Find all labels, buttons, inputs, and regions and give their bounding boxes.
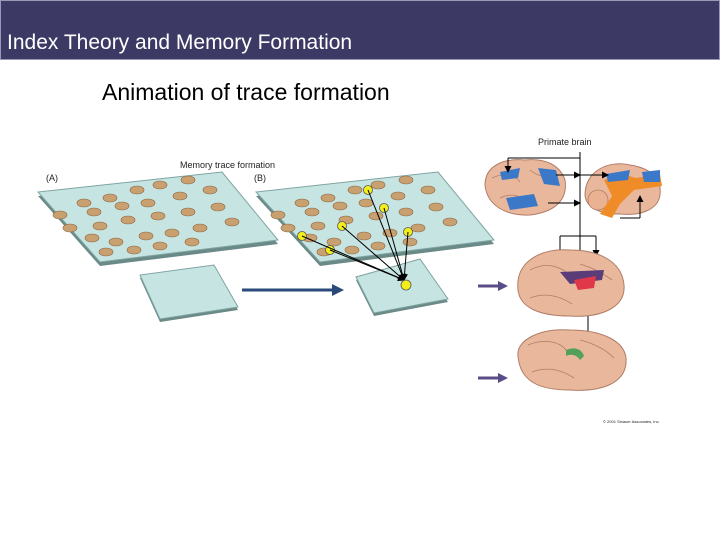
node (153, 242, 167, 250)
panel-a-label: (A) (46, 173, 58, 183)
node (421, 186, 435, 194)
node (103, 194, 117, 202)
node (127, 246, 141, 254)
node (99, 248, 113, 256)
node (193, 224, 207, 232)
primate-brain-bottom (518, 330, 626, 391)
node (271, 211, 285, 219)
node (93, 222, 107, 230)
node (348, 186, 362, 194)
node (185, 238, 199, 246)
node (345, 246, 359, 254)
node (369, 212, 383, 220)
copyright-text: © 2001 Sinauer Associates, Inc. (603, 419, 660, 424)
node (203, 186, 217, 194)
node (181, 208, 195, 216)
node (311, 222, 325, 230)
node (109, 238, 123, 246)
node (77, 199, 91, 207)
node (399, 176, 413, 184)
primate-brain-top (485, 160, 662, 218)
formation-arrow (242, 284, 344, 296)
node (305, 208, 319, 216)
node (181, 176, 195, 184)
panel-a-index-sheet (140, 265, 238, 322)
node (115, 202, 129, 210)
node (173, 192, 187, 200)
index-node (401, 280, 411, 290)
side-arrow-1 (478, 281, 508, 291)
node (295, 199, 309, 207)
node (53, 211, 67, 219)
node (211, 203, 225, 211)
panel-b-label: (B) (254, 173, 266, 183)
node (371, 181, 385, 189)
node (63, 224, 77, 232)
node (327, 238, 341, 246)
node (321, 194, 335, 202)
node (151, 212, 165, 220)
brain-label: Primate brain (538, 137, 592, 147)
node (333, 202, 347, 210)
node (85, 234, 99, 242)
node (165, 229, 179, 237)
primate-brain-middle (518, 250, 624, 316)
node (87, 208, 101, 216)
node (359, 199, 373, 207)
node (130, 186, 144, 194)
node (139, 232, 153, 240)
node (141, 199, 155, 207)
side-arrow-2 (478, 373, 508, 383)
node (371, 242, 385, 250)
figure-heading: Memory trace formation (180, 160, 275, 170)
node (411, 224, 425, 232)
node (121, 216, 135, 224)
node (391, 192, 405, 200)
node (357, 232, 371, 240)
node (443, 218, 457, 226)
node (225, 218, 239, 226)
node (403, 238, 417, 246)
node (281, 224, 295, 232)
node (399, 208, 413, 216)
node (429, 203, 443, 211)
node (153, 181, 167, 189)
